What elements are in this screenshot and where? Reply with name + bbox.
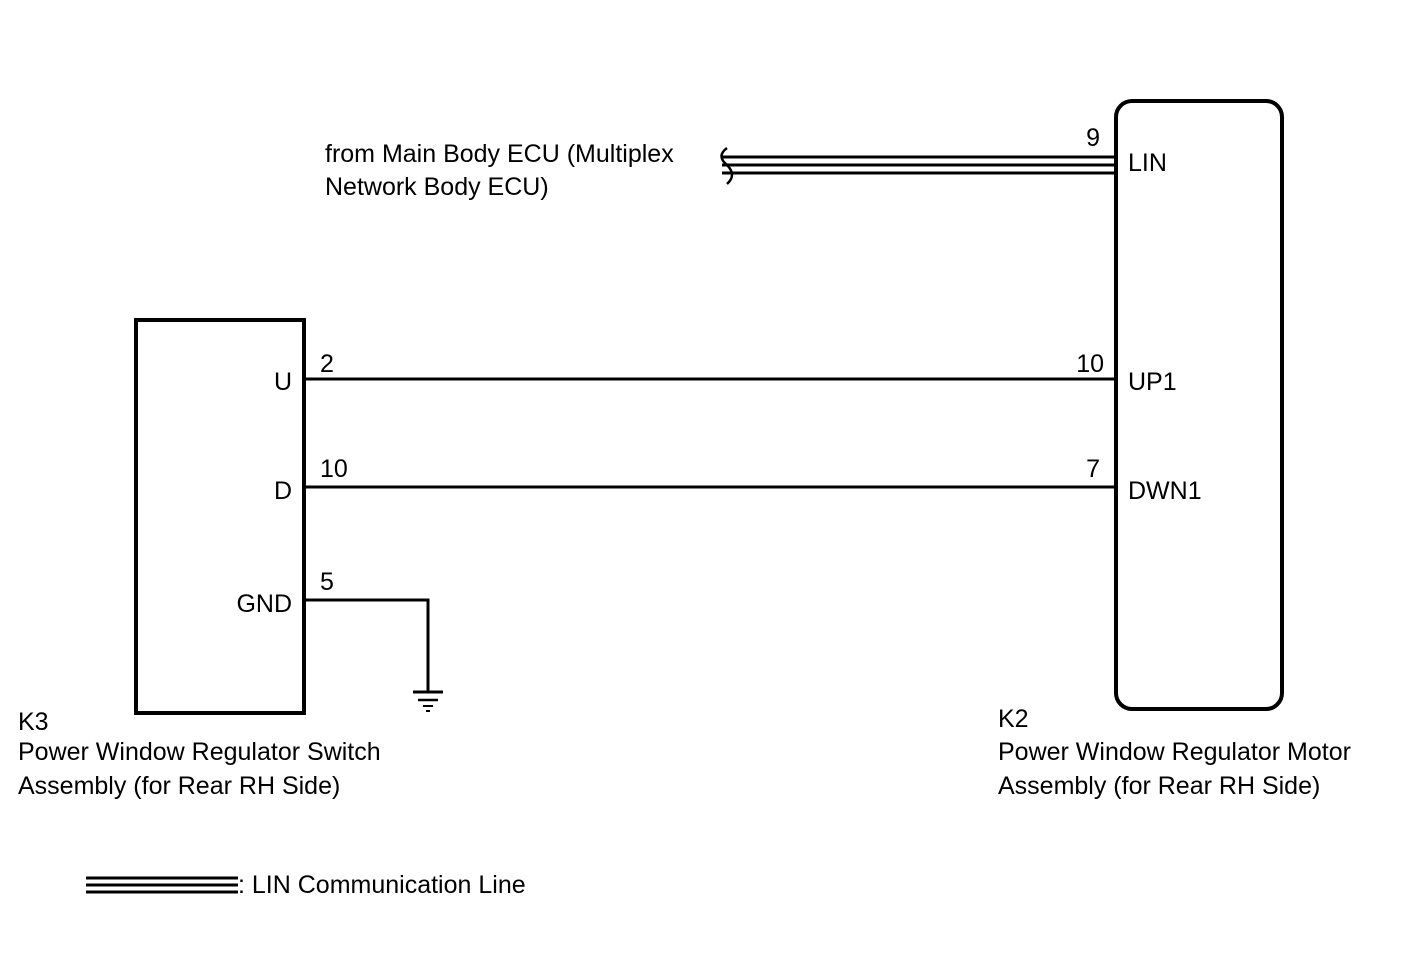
source-label-line2: Network Body ECU) (325, 173, 549, 201)
k2-terminal-lin: LIN (1128, 149, 1167, 177)
legend-lin-label: : LIN Communication Line (238, 871, 526, 899)
wire-gnd (304, 598, 430, 692)
k3-pin-d: 10 (320, 455, 348, 483)
k2-code: K2 (998, 705, 1029, 733)
k2-pin-lin: 9 (1086, 124, 1100, 152)
k2-terminal-up1: UP1 (1128, 368, 1177, 396)
k3-pin-u: 2 (320, 350, 334, 378)
k2-name-line2: Assembly (for Rear RH Side) (998, 772, 1320, 800)
source-label-line1: from Main Body ECU (Multiplex (325, 140, 674, 168)
k3-terminal-u: U (274, 368, 292, 396)
ground-symbol-icon (413, 690, 443, 712)
k3-code: K3 (18, 708, 49, 736)
triple-line-lin-icon (86, 876, 238, 894)
k3-pin-gnd: 5 (320, 568, 334, 596)
k2-name-line1: Power Window Regulator Motor (998, 738, 1351, 766)
k2-pin-up1: 10 (1076, 350, 1104, 378)
k2-component-box (1114, 99, 1284, 711)
k3-name-line2: Assembly (for Rear RH Side) (18, 772, 340, 800)
wire-break-icon (720, 146, 734, 185)
k3-name-line1: Power Window Regulator Switch (18, 738, 381, 766)
k2-terminal-dwn1: DWN1 (1128, 477, 1202, 505)
k3-component-box (134, 318, 306, 715)
lin-communication-line (722, 155, 1117, 175)
k3-terminal-gnd: GND (236, 590, 292, 618)
k2-pin-dwn1: 7 (1086, 455, 1100, 483)
k3-terminal-d: D (274, 477, 292, 505)
